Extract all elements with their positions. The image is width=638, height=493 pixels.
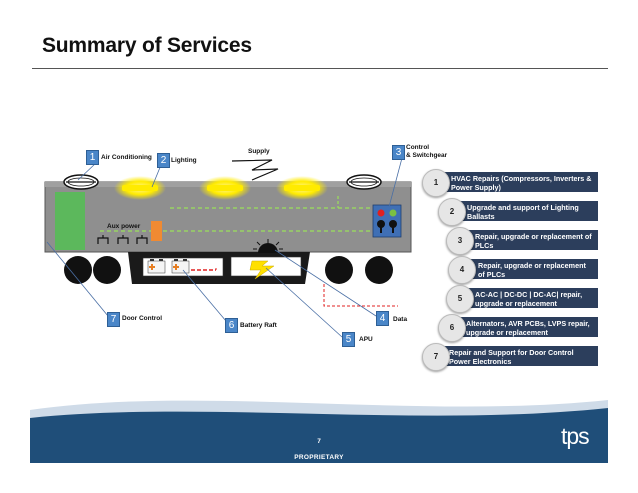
service-number: 4 [448,256,476,284]
callout-leader [265,267,343,338]
callout-number-7: 7 [107,312,120,327]
service-item: Upgrade and support of Lighting Ballasts… [438,198,598,226]
battery-icon [171,259,190,274]
data-sensor [253,239,283,253]
callout-label-battery-raft: Battery Raft [240,322,277,329]
slide-title: Summary of Services [42,34,252,57]
aux-power-socket [97,235,148,244]
callout-label-air-conditioning: Air Conditioning [101,154,152,161]
wheel [93,256,121,284]
callout-number-4: 4 [376,311,389,326]
service-item: Repair, upgrade or replacement of PLCs 4 [448,256,598,284]
callout-number-5: 5 [342,332,355,347]
callout-label-apu: APU [359,336,373,343]
service-text: Upgrade and support of Lighting Ballasts [452,201,598,221]
callout-label-control-switchgear: Control & Switchgear [406,144,448,159]
air-conditioning-unit [346,174,382,190]
callout-leader [274,249,377,317]
service-item: HVAC Repairs (Compressors, Inverters & P… [422,169,598,197]
supply-label: Supply [248,148,270,155]
tps-logo: tps [561,423,590,449]
service-number: 1 [422,169,450,197]
aux-power-label: Aux power [107,223,141,230]
wheel [325,256,353,284]
control-switchgear-panel [372,204,402,238]
service-number: 5 [446,285,474,313]
callout-leader [151,164,162,188]
light-fixture [207,185,243,191]
service-item: Alternators, AVR PCBs, LVPS repair, upgr… [438,314,598,342]
wheel [365,256,393,284]
air-conditioning-unit [63,174,99,190]
callout-number-3: 3 [392,145,405,160]
title-divider [32,68,608,69]
supply-wire [231,159,279,181]
service-text: Repair, upgrade or replacement of PLCs [462,259,598,279]
aux-power-module [151,221,162,241]
service-text: Repair and Support for Door Control Powe… [437,346,598,366]
callout-leader [46,241,109,317]
door-panel [55,192,85,250]
light-fixture [122,185,158,191]
callout-label-lighting: Lighting [171,157,197,164]
light-fixture [284,185,320,191]
callout-number-6: 6 [225,318,238,333]
service-number: 2 [438,198,466,226]
callout-number-2: 2 [157,153,170,168]
callout-number-1: 1 [86,150,99,165]
service-text: HVAC Repairs (Compressors, Inverters & P… [437,172,598,192]
page-number: 7 [317,438,321,445]
footer-wave-dark [30,408,608,463]
service-text: Repair, upgrade or replacement of PLCs [460,230,598,250]
battery-icon [147,259,166,274]
service-text: Alternators, AVR PCBs, LVPS repair, upgr… [452,317,598,337]
callout-leader [388,157,403,208]
lightning-icon [249,260,275,280]
callout-leader [77,162,97,181]
service-item: AC-AC | DC-DC | DC-AC| repair, upgrade o… [446,285,598,313]
service-text: AC-AC | DC-DC | DC-AC| repair, upgrade o… [460,288,598,308]
callout-leader [182,269,227,322]
footer-proprietary: PROPRIETARY [294,454,344,461]
service-number: 3 [446,227,474,255]
data-line-red [323,284,398,307]
service-number: 7 [422,343,450,371]
service-number: 6 [438,314,466,342]
service-item: Repair, upgrade or replacement of PLCs 3 [446,227,598,255]
callout-label-data: Data [393,316,408,323]
wheel [64,256,92,284]
callout-label-door-control: Door Control [122,315,163,322]
service-item: Repair and Support for Door Control Powe… [422,343,598,371]
